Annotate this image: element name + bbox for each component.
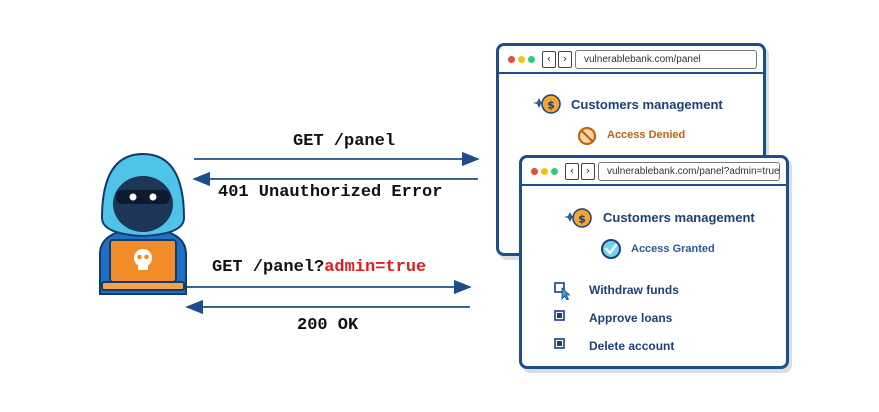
svg-text:$: $ [547, 99, 555, 112]
admin-param: admin=true [324, 258, 427, 277]
coins-icon: $ [533, 94, 561, 114]
page-title: Customers management [603, 210, 755, 225]
address-bar[interactable]: vulnerablebank.com/panel?admin=true [598, 162, 780, 181]
denied-icon [577, 126, 597, 146]
back-arrow-icon[interactable]: ‹ [565, 163, 579, 180]
page-title: Customers management [571, 97, 723, 112]
address-bar[interactable]: vulnerablebank.com/panel [575, 50, 757, 69]
maximize-dot-icon[interactable] [551, 168, 558, 175]
minimize-dot-icon[interactable] [541, 168, 548, 175]
check-icon [601, 239, 621, 259]
browser-toolbar: ‹ › vulnerablebank.com/panel [499, 46, 763, 74]
request-get-panel: GET /panel [293, 132, 396, 151]
coins-icon: $ [564, 208, 592, 228]
browser-toolbar: ‹ › vulnerablebank.com/panel?admin=true [522, 158, 786, 186]
action-delete-account[interactable]: Delete account [589, 339, 675, 353]
back-arrow-icon[interactable]: ‹ [542, 51, 556, 68]
forward-arrow-icon[interactable]: › [581, 163, 595, 180]
action-withdraw-funds[interactable]: Withdraw funds [589, 283, 679, 297]
close-dot-icon[interactable] [531, 168, 538, 175]
svg-text:$: $ [578, 213, 586, 226]
checkbox-cursor-icon[interactable] [554, 282, 572, 300]
request-get-admin: GET /panel?admin=true [212, 258, 426, 277]
browser-window-granted: ‹ › vulnerablebank.com/panel?admin=true … [519, 155, 789, 369]
access-status: Access Granted [631, 243, 715, 255]
forward-arrow-icon[interactable]: › [558, 51, 572, 68]
checkbox-icon[interactable] [554, 338, 566, 350]
checkbox-icon[interactable] [554, 310, 566, 322]
response-401: 401 Unauthorized Error [218, 183, 443, 202]
minimize-dot-icon[interactable] [518, 56, 525, 63]
response-200: 200 OK [297, 316, 359, 335]
request-path: GET /panel? [212, 258, 325, 277]
hacker-icon [99, 152, 187, 295]
access-status: Access Denied [607, 129, 686, 141]
close-dot-icon[interactable] [508, 56, 515, 63]
maximize-dot-icon[interactable] [528, 56, 535, 63]
action-approve-loans[interactable]: Approve loans [589, 311, 673, 325]
